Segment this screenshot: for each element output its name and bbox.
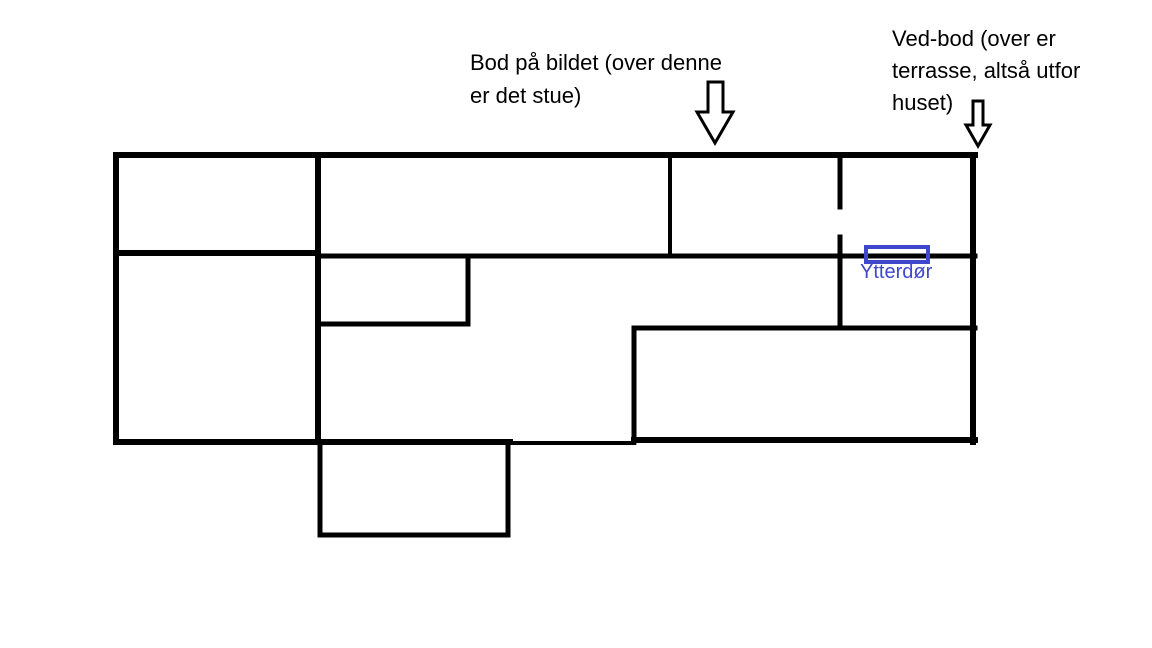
front-door-marker (864, 245, 930, 264)
arrow-down-icon (694, 80, 736, 146)
annotation-line: er det stue) (470, 83, 582, 108)
arrow-down-icon (963, 99, 993, 150)
annotation-line: Bod på bildet (over denne (470, 50, 722, 75)
front-door-label: Ytterdør (860, 261, 933, 283)
annotation-line: terrasse, altså utfor (892, 58, 1081, 83)
annotation-wood-shed: Ved-bod (over er terrasse, altså utfor h… (892, 23, 1080, 119)
annotation-line: huset) (892, 90, 954, 115)
wall-small-room (315, 253, 471, 327)
wall-extension (317, 439, 511, 538)
annotation-storage-in-photo: Bod på bildet (over denne er det stue) (470, 46, 722, 112)
annotation-line: Ved-bod (over er (892, 26, 1056, 51)
